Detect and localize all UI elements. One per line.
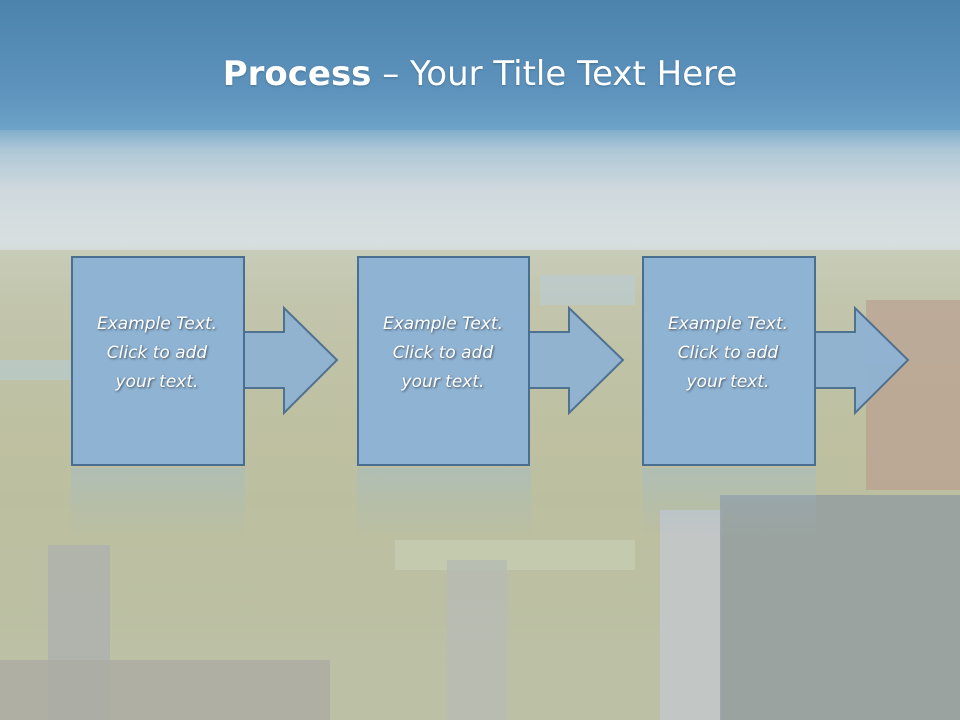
page-title[interactable]: Process – Your Title Text Here: [0, 52, 960, 96]
process-step-2[interactable]: Example Text. Click to add your text.: [357, 256, 625, 468]
step-arrow-shape: [642, 256, 910, 466]
step-text[interactable]: Example Text. Click to add your text.: [96, 314, 218, 392]
step-reflection: [71, 468, 245, 538]
step-arrow-shape: [357, 256, 625, 466]
step-arrow-shape: [71, 256, 339, 466]
process-step-3[interactable]: Example Text. Click to add your text.: [642, 256, 910, 468]
step-reflection: [357, 468, 531, 538]
process-step-1[interactable]: Example Text. Click to add your text.: [71, 256, 339, 468]
title-bold-part: Process: [222, 54, 372, 94]
step-reflection: [642, 468, 816, 538]
step-text[interactable]: Example Text. Click to add your text.: [382, 314, 504, 392]
title-bar: [0, 0, 960, 130]
title-rest-part: – Your Title Text Here: [371, 54, 738, 94]
step-text[interactable]: Example Text. Click to add your text.: [667, 314, 789, 392]
